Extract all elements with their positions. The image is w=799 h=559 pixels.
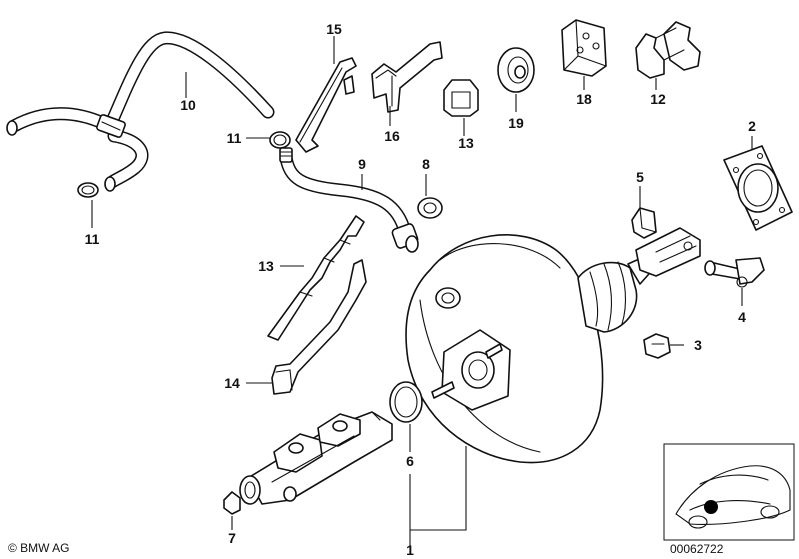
location-marker-icon <box>704 500 718 514</box>
o-ring-part-6 <box>389 381 423 423</box>
callout-14: 13 <box>258 258 274 274</box>
clip-part-5 <box>631 207 657 239</box>
callout-8: 8 <box>422 156 430 172</box>
location-inset <box>663 443 795 541</box>
callout-9: 9 <box>358 156 366 172</box>
cap-nut-part-7 <box>223 491 241 515</box>
vacuum-hose-part-10 <box>6 31 275 192</box>
callout-19: 19 <box>508 115 524 131</box>
bracket-part-15 <box>271 259 367 395</box>
callout-12: 12 <box>650 91 666 107</box>
callout-16: 15 <box>326 21 342 37</box>
grommet-part-8 <box>417 197 443 219</box>
callout-18: 18 <box>576 91 592 107</box>
callout-11-lower: 11 <box>85 231 100 247</box>
double-clip-part-12 <box>635 21 701 79</box>
callout-3: 3 <box>694 337 702 353</box>
callout-6: 6 <box>406 453 414 469</box>
leader-lines <box>91 36 753 546</box>
master-cylinder <box>239 411 393 505</box>
callout-2: 2 <box>748 118 756 134</box>
callout-11-upper: 11 <box>227 130 242 146</box>
callout-17: 16 <box>384 128 400 144</box>
hose-clamp-part-11-upper <box>269 131 291 149</box>
bolt-part-4 <box>704 257 765 288</box>
callout-4: 4 <box>738 309 746 325</box>
grommet-part-3 <box>643 333 671 359</box>
bracket-part-14 <box>267 215 365 341</box>
callout-10: 10 <box>180 97 196 113</box>
rubber-mount-part-13 <box>443 79 479 117</box>
bracket-part-16 <box>295 57 357 153</box>
brake-servo-part-1 <box>405 227 701 464</box>
image-number: 00062722 <box>670 542 724 556</box>
callout-1: 1 <box>406 542 414 558</box>
callout-5: 5 <box>636 169 644 185</box>
hose-clamp-part-11-lower <box>77 182 99 198</box>
callout-13: 13 <box>458 135 474 151</box>
gasket-part-2 <box>723 145 793 231</box>
callout-15: 14 <box>224 375 240 391</box>
callout-7: 7 <box>228 530 236 546</box>
rubber-block-part-18 <box>561 19 607 77</box>
grommet-part-19 <box>497 47 535 93</box>
holder-part-17 <box>371 41 443 113</box>
callout-labels: 15 10 11 11 16 13 19 18 12 9 8 13 14 5 2… <box>85 21 757 558</box>
copyright: © BMW AG <box>8 541 70 555</box>
vacuum-line-part-9 <box>279 147 419 253</box>
